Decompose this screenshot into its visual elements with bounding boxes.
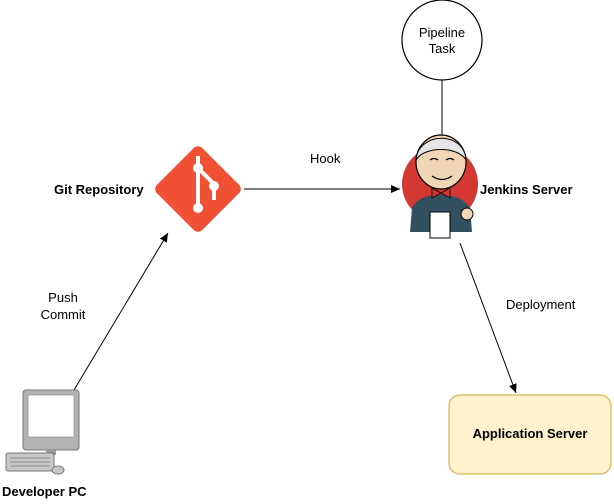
- pipeline-task-label: Pipeline Task: [402, 25, 482, 57]
- jenkins-butler-icon[interactable]: [402, 134, 478, 239]
- hook-label: Hook: [310, 151, 341, 166]
- application-server-label: Application Server: [472, 426, 588, 441]
- git-logo-icon[interactable]: [153, 144, 244, 235]
- developer-pc-label: Developer PC: [2, 484, 87, 499]
- push-commit-label-line1: Push: [48, 290, 78, 305]
- deployment-label: Deployment: [506, 297, 576, 312]
- git-repository-label: Git Repository: [54, 182, 144, 197]
- jenkins-server-label: Jenkins Server: [480, 182, 573, 197]
- desktop-computer-icon[interactable]: [5, 389, 80, 475]
- push-commit-edge: [73, 232, 169, 391]
- push-commit-label-line2: Commit: [40, 307, 86, 322]
- pipeline-task-label-line1: Pipeline: [418, 25, 466, 40]
- pipeline-task-label-line2: Task: [428, 41, 456, 56]
- deployment-edge: [459, 242, 517, 394]
- application-server-node[interactable]: [448, 394, 612, 475]
- push-commit-label: Push Commit: [33, 289, 93, 323]
